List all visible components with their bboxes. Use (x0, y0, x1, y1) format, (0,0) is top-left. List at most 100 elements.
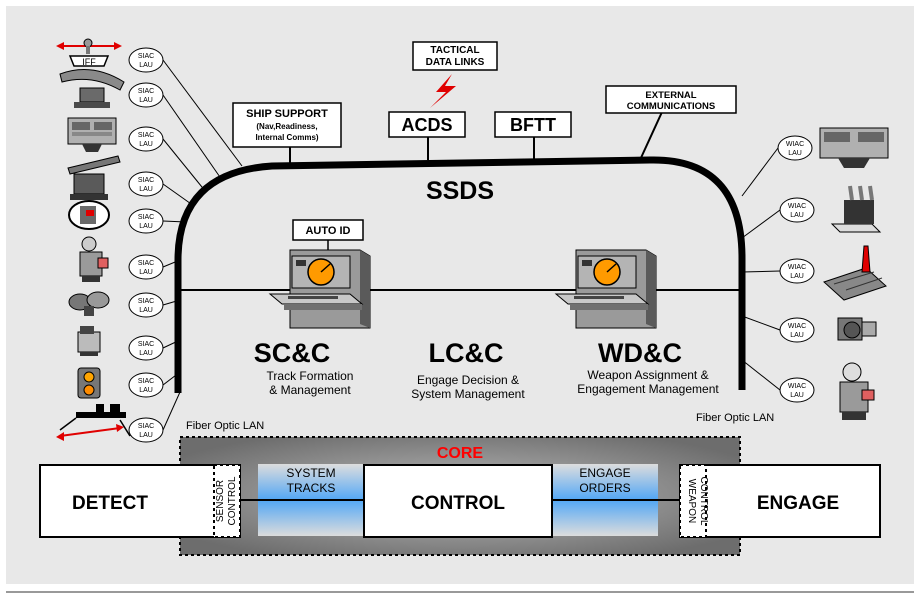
siac-bubble: SIAC LAU (128, 391, 181, 443)
svg-text:System Management: System Management (411, 387, 525, 401)
system-tracks-label: SYSTEM TRACKS (286, 466, 335, 495)
siac-bubble-group: SIAC LAU SIAC LAU SIAC LAU SIAC LAU SIAC LAU SIAC L… (128, 47, 243, 443)
electro-optical-sensor-icon (68, 200, 110, 230)
svg-text:Weapon Assignment &: Weapon Assignment & (587, 368, 708, 382)
wiac-bubble: WIAC LAU (741, 315, 815, 343)
svg-text:ACDS: ACDS (401, 115, 452, 135)
wiac-bubble: WIAC LAU (741, 258, 815, 284)
svg-text:ORDERS: ORDERS (579, 481, 630, 495)
svg-text:SIAC: SIAC (138, 341, 154, 348)
svg-text:& Management: & Management (269, 383, 351, 397)
siac-bubble: SIAC LAU (128, 254, 181, 280)
svg-text:WIAC: WIAC (786, 141, 804, 148)
tactical-data-links-box: TACTICAL DATA LINKS (412, 41, 498, 71)
bftt-box: BFTT (494, 111, 572, 138)
svg-text:SHIP SUPPORT: SHIP SUPPORT (246, 108, 328, 120)
ssds-dome-outline (174, 156, 746, 393)
svg-text:IFF: IFF (82, 57, 96, 67)
lcc-section: LC&C Engage Decision & System Management (411, 338, 525, 401)
director-sensor-icon (79, 236, 109, 282)
svg-text:ENGAGE: ENGAGE (757, 493, 839, 514)
siac-bubble: SIAC LAU (128, 171, 195, 207)
lightning-bolt-icon (430, 74, 456, 108)
ciws-mount-icon (837, 317, 877, 341)
svg-text:WD&C: WD&C (598, 338, 682, 368)
detect-box: DETECT (39, 464, 241, 538)
svg-text:WIAC: WIAC (788, 323, 806, 330)
esm-sensor-icon (68, 291, 110, 316)
svg-text:LAU: LAU (139, 62, 153, 69)
siac-bubble: SIAC LAU (128, 292, 181, 318)
svg-text:SIAC: SIAC (138, 298, 154, 305)
svg-text:SIAC: SIAC (138, 88, 154, 95)
svg-text:AUTO ID: AUTO ID (305, 225, 350, 237)
svg-text:LAU: LAU (139, 186, 153, 193)
svg-text:LAU: LAU (139, 350, 153, 357)
svg-text:SIAC: SIAC (138, 132, 154, 139)
svg-text:COMMUNICATIONS: COMMUNICATIONS (627, 101, 715, 112)
ship-support-box: SHIP SUPPORT (Nav,Readiness, Internal Co… (232, 102, 342, 148)
svg-text:BFTT: BFTT (510, 115, 556, 135)
gun-mount-sensor-icon (67, 155, 121, 200)
svg-text:SENSOR: SENSOR (215, 480, 226, 522)
svg-text:TRACKS: TRACKS (287, 481, 336, 495)
svg-text:EXTERNAL: EXTERNAL (645, 90, 696, 101)
svg-text:LAU: LAU (139, 432, 153, 439)
external-communications-box: EXTERNAL COMMUNICATIONS (605, 85, 737, 114)
svg-text:LAU: LAU (139, 223, 153, 230)
engage-orders-label: ENGAGE ORDERS (579, 466, 630, 495)
svg-text:LAU: LAU (790, 273, 804, 280)
acds-box: ACDS (388, 111, 466, 138)
wdc-section: WD&C Weapon Assignment & Engagement Mana… (577, 338, 719, 396)
radar-dish-icon (59, 69, 125, 108)
fiber-optic-lan-left: Fiber Optic LAN (186, 420, 264, 432)
svg-text:Track Formation: Track Formation (267, 369, 354, 383)
svg-text:SIAC: SIAC (138, 423, 154, 430)
missile-launcher-icon (823, 245, 887, 301)
svg-text:LAU: LAU (139, 307, 153, 314)
svg-text:LAU: LAU (139, 387, 153, 394)
engage-box: WEAPON CONTROL ENGAGE (679, 464, 881, 538)
svg-text:LAU: LAU (139, 141, 153, 148)
svg-text:LAU: LAU (790, 392, 804, 399)
svg-text:WIAC: WIAC (788, 264, 806, 271)
svg-text:LAU: LAU (139, 269, 153, 276)
control-box: CONTROL (363, 464, 553, 538)
siac-bubble: SIAC LAU (128, 126, 207, 193)
svg-text:WIAC: WIAC (788, 203, 806, 210)
sensor-control-box: SENSOR CONTROL (213, 464, 241, 538)
siac-bubble: SIAC LAU (128, 335, 181, 361)
svg-text:SIAC: SIAC (138, 260, 154, 267)
spy-radar-deckhouse-icon (67, 117, 117, 152)
svg-text:WIAC: WIAC (788, 383, 806, 390)
core-title: CORE (437, 445, 484, 462)
svg-text:LC&C: LC&C (429, 338, 504, 368)
console-workstation-icon (554, 249, 657, 329)
svg-text:LAU: LAU (790, 212, 804, 219)
spy-radar-deckhouse-icon (819, 127, 889, 168)
svg-text:Internal Comms): Internal Comms) (255, 133, 318, 142)
console-workstation-icon (268, 249, 371, 329)
svg-text:SIAC: SIAC (138, 177, 154, 184)
svg-text:CONTROL: CONTROL (698, 477, 709, 526)
svg-text:Engagement Management: Engagement Management (577, 382, 719, 396)
link-antenna-array-icon (56, 404, 131, 441)
iff-antenna-icon: IFF (56, 38, 122, 67)
svg-text:ENGAGE: ENGAGE (579, 466, 630, 480)
svg-text:(Nav,Readiness,: (Nav,Readiness, (256, 122, 317, 131)
fiber-optic-lan-right: Fiber Optic LAN (696, 412, 774, 424)
svg-text:SC&C: SC&C (254, 338, 331, 368)
siac-bubble: SIAC LAU (128, 371, 181, 398)
svg-text:CONTROL: CONTROL (411, 493, 505, 514)
svg-text:SIAC: SIAC (138, 378, 154, 385)
ssds-title: SSDS (426, 177, 494, 205)
siac-bubble: SIAC LAU (128, 47, 243, 167)
decoy-launcher-icon (77, 326, 101, 356)
svg-text:DETECT: DETECT (72, 493, 148, 514)
svg-text:Engage Decision &: Engage Decision & (417, 373, 519, 387)
svg-text:LAU: LAU (790, 332, 804, 339)
svg-text:SIAC: SIAC (138, 53, 154, 60)
